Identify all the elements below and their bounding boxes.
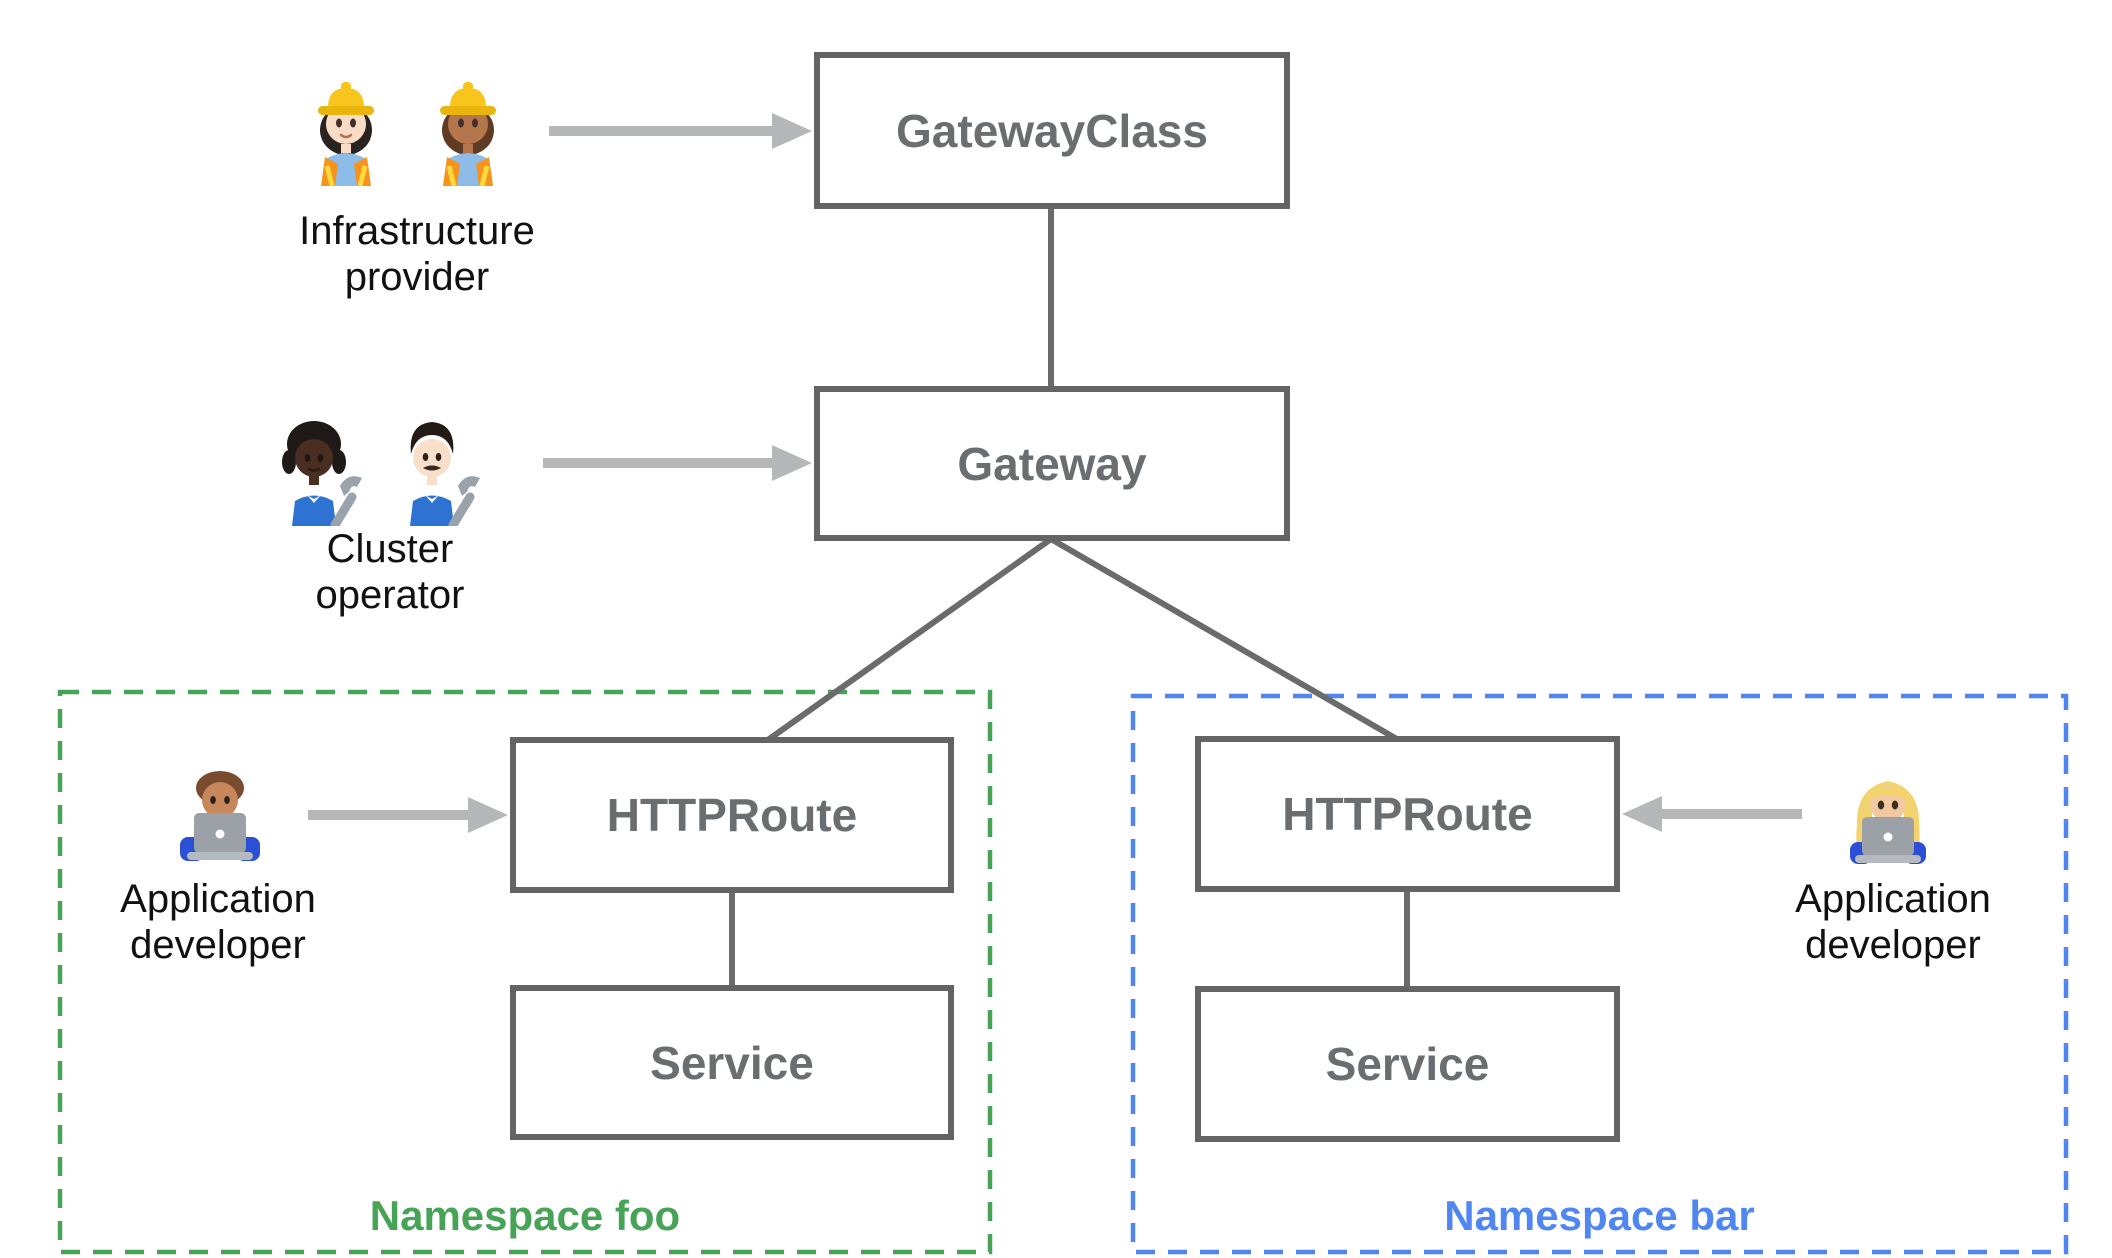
man-technologist-icon: [170, 756, 270, 870]
httproute-foo-box: HTTPRoute: [510, 737, 954, 893]
application-developer-foo-label: Application developer: [120, 877, 316, 968]
cluster-operator-label: Cluster operator: [315, 527, 465, 618]
woman-construction-worker-medium-icon: [426, 62, 510, 186]
httproute-bar-box: HTTPRoute: [1195, 736, 1620, 892]
infrastructure-provider-icons: [304, 62, 510, 186]
arrow-application-developer-to-httproute-foo: [308, 797, 508, 833]
namespace-bar-label: Namespace bar: [1444, 1192, 1755, 1239]
woman-construction-worker-light-icon: [304, 62, 388, 186]
person-mechanic-dark-icon: [272, 404, 368, 526]
arrow-application-developer-to-httproute-bar: [1622, 796, 1802, 832]
application-developer-foo-icons: [170, 756, 270, 870]
cluster-operator-icons: [272, 404, 486, 526]
arrow-infrastructure-provider-to-gatewayclass: [549, 113, 812, 149]
namespace-foo-boundary: [57, 689, 993, 1255]
application-developer-bar-icons: [1838, 760, 1938, 872]
gateway-box: Gateway: [814, 386, 1290, 541]
edge-gateway-httproute-foo: [763, 536, 1053, 745]
woman-technologist-icon: [1838, 760, 1938, 872]
man-mechanic-light-icon: [390, 404, 486, 526]
namespace-bar-boundary: [1130, 693, 2069, 1255]
service-foo-box: Service: [510, 985, 954, 1140]
edge-gateway-httproute-bar: [1049, 536, 1404, 745]
infrastructure-provider-label: Infrastructure provider: [299, 209, 535, 300]
namespace-foo-label: Namespace foo: [369, 1192, 681, 1239]
gatewayclass-box: GatewayClass: [814, 52, 1290, 209]
application-developer-bar-label: Application developer: [1795, 877, 1991, 968]
arrow-cluster-operator-to-gateway: [543, 445, 812, 481]
service-bar-box: Service: [1195, 986, 1620, 1142]
